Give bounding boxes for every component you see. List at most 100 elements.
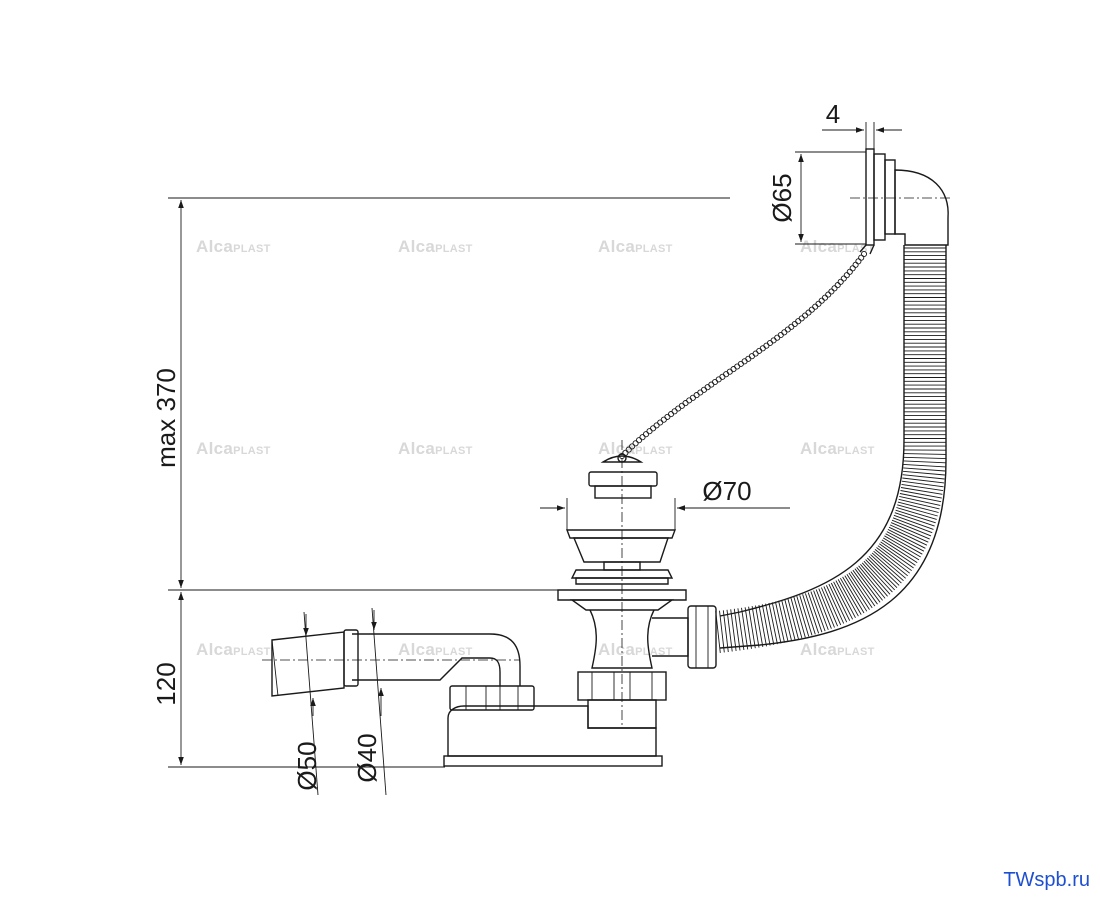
chain-bead [788,323,795,330]
hose-rib [810,591,826,632]
hose-rib [876,547,910,574]
chain-bead [726,368,733,375]
hose-rib [903,453,946,455]
hose-rib [893,514,934,530]
drain-nut-ring [575,577,669,585]
watermark: AlcaPLAST [398,640,473,659]
hose-rib [863,560,893,593]
hose-rib [858,565,886,599]
overflow-elbow [894,169,949,246]
chain-bead [831,285,838,292]
hose-rib [856,567,883,601]
chain-bead [675,405,682,412]
chain-bead [660,416,667,423]
chain-bead [737,360,744,367]
hose-rib [837,579,859,617]
chain-bead [734,363,741,370]
hose-rib [902,474,945,480]
hose-rib [741,607,749,650]
overflow-connector [652,605,717,669]
plug-seal [594,485,652,499]
chain-bead [671,408,678,415]
overflow-thickness-label: 4 [826,99,840,129]
chain-bead [664,413,671,420]
hose-rib [781,600,793,642]
chain-bead [795,318,802,325]
outlet-inner-diameter-label: Ø40 [352,733,382,782]
hose-rib [880,541,916,566]
chain-bead [770,337,777,344]
hose-rib [733,608,741,651]
hose-rib [871,552,904,582]
chain-hook [859,244,875,255]
hose-rib [901,480,944,488]
hose-rib [900,487,943,495]
hose-rib [787,598,799,640]
hose-rib [899,495,941,506]
site-link[interactable]: TWspb.ru [1003,869,1090,891]
hose-rib [748,606,756,649]
watermark: AlcaPLAST [598,640,673,659]
hose-rib [846,574,870,610]
hose-rib [885,533,923,555]
chain-bead [805,309,812,316]
hose-rib [737,608,745,650]
watermark: AlcaPLAST [196,237,271,256]
chain-bead [777,331,784,339]
hose-rib [823,586,842,626]
overflow-cover-ring [873,153,886,241]
chain-bead [798,315,805,322]
hose-rib [802,594,816,635]
hose-rib [844,575,868,612]
hose-rib [896,507,937,520]
chain-bead [763,342,770,349]
hose-rib [778,600,789,642]
chain-bead [704,384,711,391]
chain-bead [808,306,815,313]
chain-bead [852,261,859,268]
chain-bead [708,381,715,388]
plug-chain [618,250,868,460]
watermark: AlcaPLAST [196,640,271,659]
chain-bead [834,282,841,289]
plug-diameter-dimension: Ø70 [540,476,790,530]
hose-rib [804,593,820,634]
trap-base [443,685,663,767]
hose-rib [790,597,803,639]
chain-bead [828,288,835,295]
hose-rib [903,460,946,464]
chain-bead [686,397,693,404]
hose-rib [866,557,898,589]
hose-rib [833,581,854,620]
chain-bead [766,339,774,347]
chain-bead [840,275,847,282]
plug-diameter-label: Ø70 [702,476,751,506]
chain-bead [682,400,689,407]
hose-rib [873,550,906,579]
chain-bead [846,268,853,275]
chain-bead [821,294,829,301]
hose-rib [815,589,832,629]
watermark-group: AlcaPLAST AlcaPLAST AlcaPLAST AlcaPLAST … [196,237,874,659]
hose-rib [825,585,845,624]
overflow-cover-plate [865,148,875,246]
hose-rib [902,470,945,476]
watermark: AlcaPLAST [598,237,673,256]
chain-bead [646,428,653,435]
outlet-pipe [262,629,521,697]
watermark: AlcaPLAST [598,439,673,458]
outlet-diameter-dimensions: Ø50 Ø40 [286,607,408,796]
hose-rib [903,463,946,468]
chain-bead [774,334,781,341]
chain-bead [653,422,660,429]
chain-bead [730,366,737,373]
chain-bead [741,358,748,365]
trap-base-plate [443,755,663,767]
hose-rib [744,607,752,649]
hose-rib [888,526,928,546]
hose-rib [877,545,912,572]
hose-rib [895,509,936,524]
chain-bead [825,291,832,298]
chain-bead [650,425,657,432]
hose-rib [868,555,900,586]
